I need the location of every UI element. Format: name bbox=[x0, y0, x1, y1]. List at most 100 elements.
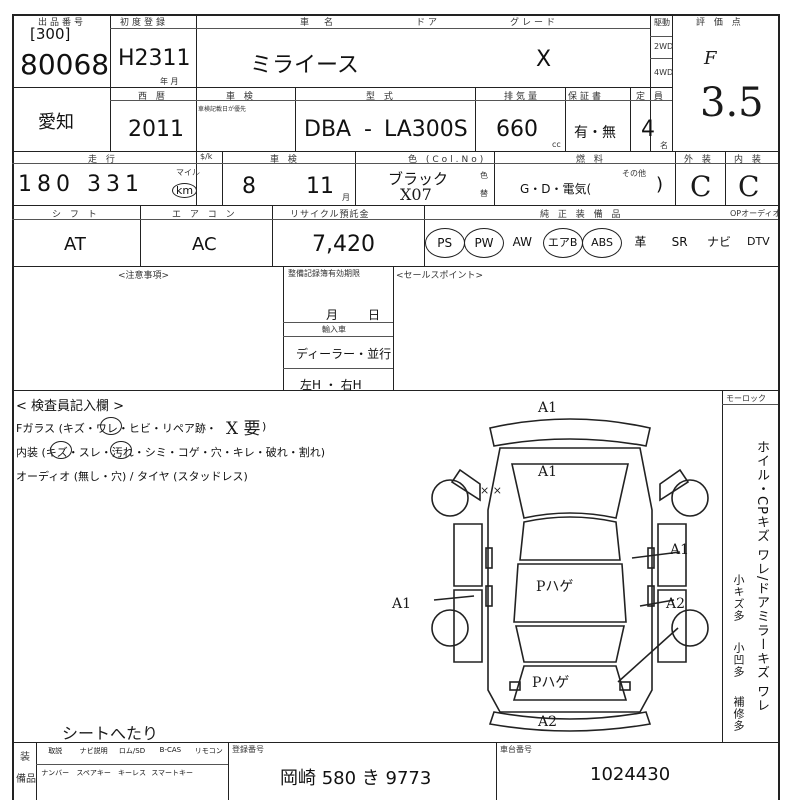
color-label: 色 (Col.No) bbox=[408, 155, 487, 165]
accessory-item: ナンバー bbox=[41, 769, 70, 777]
model-label: 型 式 bbox=[366, 92, 396, 102]
color-change-top: 色 bbox=[480, 171, 488, 180]
year: 2011 bbox=[128, 117, 184, 142]
exterior-label: 外 装 bbox=[684, 155, 714, 165]
side-repair: 補修多 bbox=[732, 696, 745, 732]
capacity-label: 定 員 bbox=[636, 92, 666, 102]
displacement: 660 bbox=[496, 117, 538, 142]
year-label: 西 暦 bbox=[138, 92, 168, 102]
damage-left-label: A1 bbox=[392, 596, 412, 612]
maintenance-month: 月 bbox=[326, 308, 339, 322]
inspection-label: 車 検 bbox=[226, 92, 256, 102]
first-registration-sub: 年 月 bbox=[160, 77, 179, 86]
damage-right-rear-label: A2 bbox=[666, 596, 686, 612]
warranty: 有・無 bbox=[574, 125, 616, 141]
maintenance-label: 整備記録簿有効期限 bbox=[288, 269, 360, 278]
inspection-month: 8 bbox=[242, 174, 256, 199]
import-label: 輸入車 bbox=[322, 325, 346, 334]
capacity-unit: 名 bbox=[660, 141, 668, 150]
damage-hood-label: A1 bbox=[538, 464, 558, 480]
side-vertical-text: ホイル・CPキズ ワレ/ドアミラーキズ ワレ bbox=[754, 440, 769, 713]
displacement-label: 排気量 bbox=[504, 92, 541, 102]
shift-label: シ フ ト bbox=[52, 210, 100, 220]
vin-label: 車台番号 bbox=[500, 745, 532, 754]
mileage: 180 331 bbox=[18, 172, 144, 197]
score-label: 評 価 点 bbox=[696, 18, 744, 28]
maintenance-day: 日 bbox=[368, 308, 381, 322]
fuel-close: ) bbox=[656, 174, 664, 195]
equipment-item: ナビ bbox=[706, 235, 731, 249]
equipment-item: ABS bbox=[582, 228, 622, 258]
region: 愛知 bbox=[38, 112, 74, 133]
car-name: ミライース bbox=[250, 53, 359, 78]
ac-label: エ ア コ ン bbox=[172, 210, 238, 220]
equipment-item: エアB bbox=[542, 228, 583, 258]
equipment-item: PS bbox=[424, 228, 465, 258]
accessory-item: リモコン bbox=[194, 747, 223, 755]
accessory-item: キーレス bbox=[117, 769, 146, 777]
color-code: X07 bbox=[400, 185, 432, 204]
plate-label: 登録番号 bbox=[232, 745, 264, 754]
drive-label: 駆動 bbox=[654, 18, 670, 27]
inspection-day: 11 bbox=[306, 174, 334, 199]
drive-2wd: 2WD bbox=[654, 42, 674, 51]
color-change-bot: 替 bbox=[480, 189, 488, 198]
inspection-unit: 月 bbox=[342, 193, 350, 202]
import-hand: 左H ・ 右H bbox=[300, 378, 362, 392]
warranty-label: 保証書 bbox=[568, 92, 605, 102]
side-column-label: モーロック bbox=[726, 394, 766, 403]
inspection2-label: 車 検 bbox=[270, 155, 300, 165]
accessory-item: スマートキー bbox=[151, 769, 193, 777]
fuel-options: G・D・電気( bbox=[520, 182, 592, 196]
damage-roof-paint: Pハゲ bbox=[536, 579, 574, 595]
model-prefix: DBA bbox=[304, 117, 352, 142]
shift: AT bbox=[64, 234, 86, 255]
interior-line: 内装 (キズ・スレ・汚れ・シミ・コゲ・穴・キレ・破れ・割れ) bbox=[16, 446, 326, 459]
displacement-unit: cc bbox=[552, 140, 561, 149]
equipment-item: PW bbox=[464, 228, 504, 258]
recycle-label: リサイクル預託金 bbox=[290, 210, 370, 220]
score-mark: F bbox=[704, 48, 717, 69]
windshield-scratch-circle bbox=[100, 417, 122, 435]
caution-label: <注意事項> bbox=[118, 271, 170, 281]
car-diagram bbox=[431, 418, 709, 732]
recycle-fee: 7,420 bbox=[312, 232, 375, 257]
score: 3.5 bbox=[700, 80, 764, 126]
ac: AC bbox=[192, 234, 217, 255]
lot-number: 80068 bbox=[20, 48, 110, 81]
lot-number-label: 出品番号 bbox=[38, 18, 87, 28]
accessory-item: 取説 bbox=[48, 747, 63, 755]
accessory-item: スペアキー bbox=[76, 769, 111, 777]
inspection-title: < 検査員記入欄 > bbox=[16, 399, 125, 414]
interior-grade: C bbox=[738, 170, 760, 203]
sales-point-label: <セールスポイント> bbox=[396, 271, 484, 281]
capacity: 4 bbox=[641, 117, 655, 142]
footer-col1-top: 装 bbox=[20, 752, 30, 763]
mileage-unit-top: マイル bbox=[176, 168, 200, 177]
equipment-label: 純 正 装 備 品 bbox=[540, 210, 624, 220]
footer-col1-bot: 備品 bbox=[16, 774, 36, 785]
mileage-unit: km bbox=[172, 183, 198, 198]
fuel-other: その他 bbox=[622, 169, 646, 178]
model-dash: - bbox=[364, 117, 372, 142]
damage-front-label: A1 bbox=[538, 400, 558, 416]
windshield-hand: X 要 bbox=[226, 419, 261, 439]
damage-xx: × × bbox=[480, 484, 502, 497]
equipment-item: SR bbox=[671, 235, 688, 249]
vin: 1024430 bbox=[590, 764, 671, 785]
option-audio-label: OPオーディオ bbox=[730, 209, 781, 218]
side-small-scratches: 小キズ多 bbox=[732, 574, 745, 622]
sheet-border bbox=[12, 14, 780, 800]
drive-4wd: 4WD bbox=[654, 68, 674, 77]
lot-bracket: [300] bbox=[30, 25, 71, 43]
seat-note: シートへたり bbox=[62, 724, 159, 743]
exterior-grade: C bbox=[690, 170, 712, 203]
accessory-item: B-CAS bbox=[159, 746, 182, 754]
mileage-label: 走 行 bbox=[88, 155, 118, 165]
equipment-item: 革 bbox=[634, 235, 647, 249]
plate: 岡崎 580 き 9773 bbox=[280, 768, 432, 789]
grade-label: グレード bbox=[510, 18, 559, 28]
footer-items-row2: ナンバースペアキーキーレススマートキー bbox=[36, 768, 228, 784]
